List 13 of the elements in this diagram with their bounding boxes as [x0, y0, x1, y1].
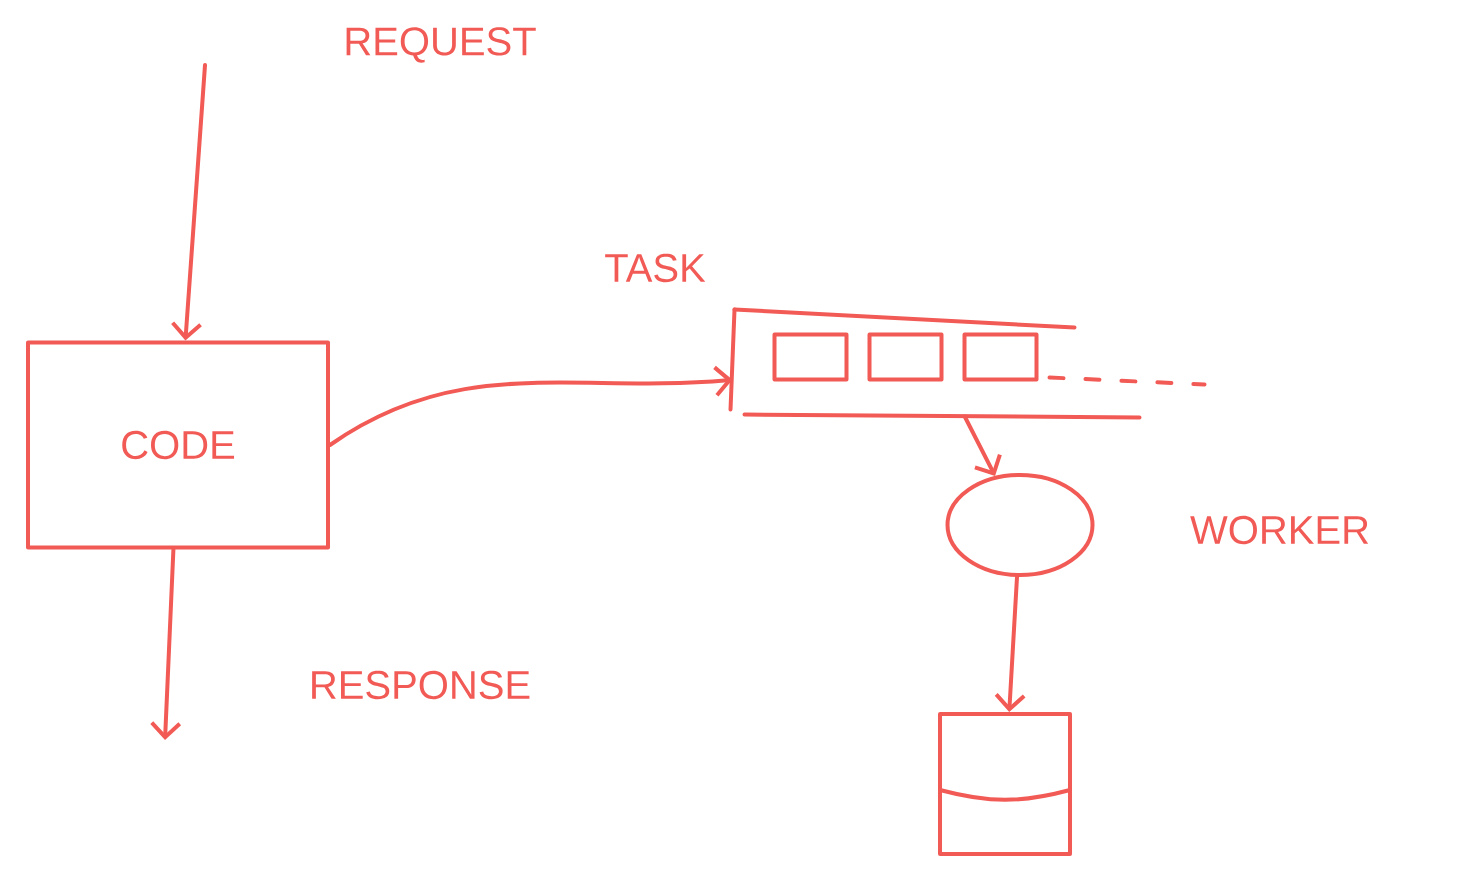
database-cylinder: [938, 712, 1072, 856]
arrow: [994, 574, 1026, 712]
node-label: WORKER: [1190, 515, 1369, 545]
edge-label: TASK: [602, 251, 708, 285]
edge-label: RESPONSE: [306, 668, 534, 702]
arrow: [171, 63, 207, 341]
code-box: CODE: [26, 340, 330, 550]
arrow: [328, 365, 733, 447]
arrow: [962, 414, 1002, 476]
edge-label: REQUEST: [341, 25, 539, 65]
arrow: [150, 547, 182, 740]
queue-drawing: [728, 307, 1207, 420]
worker-circle: [945, 473, 1095, 577]
